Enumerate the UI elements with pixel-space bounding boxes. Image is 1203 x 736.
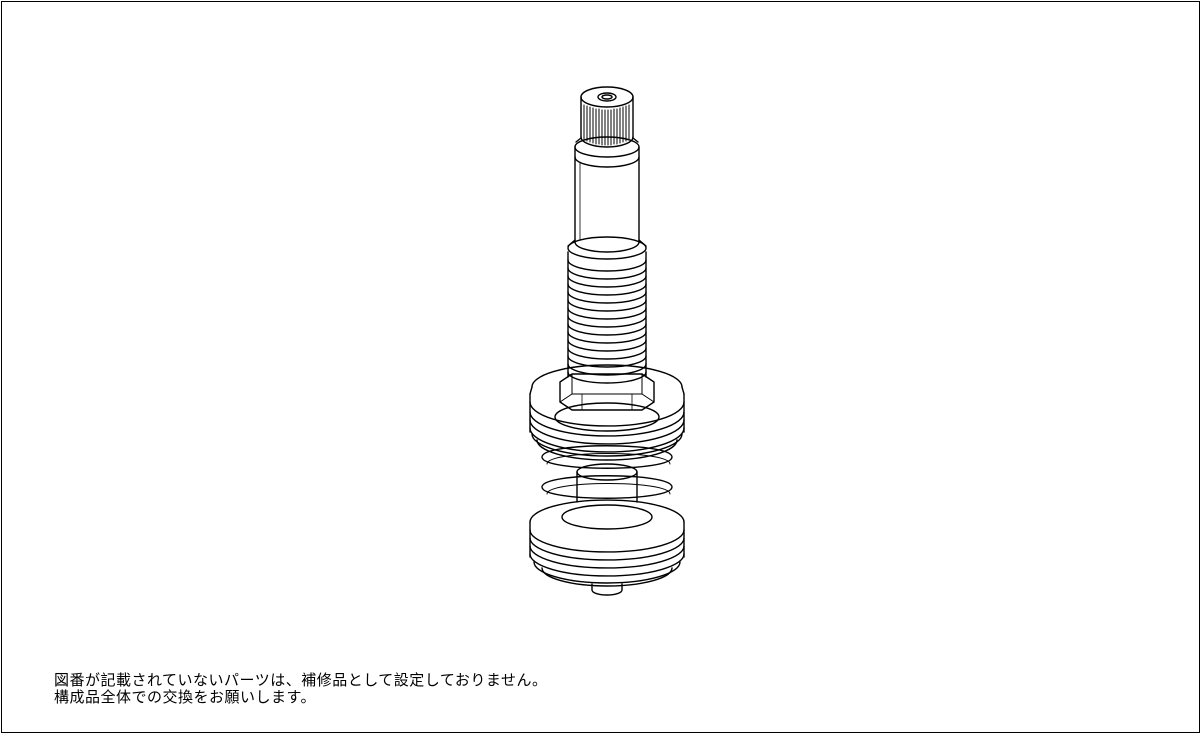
lower-flange [529,499,685,587]
knurled-head [575,86,639,148]
notes-block: 図番が記載されていないパーツは、補修品として設定しておりません。 構成品全体での… [54,672,547,706]
upper-flange [529,364,685,461]
note-line-2: 構成品全体での交換をお願いします。 [54,688,317,706]
shaft [574,136,640,253]
cartridge-spindle-illustration [529,86,685,596]
spring [541,445,673,503]
bottom-tip [591,583,623,596]
threaded-section [567,251,647,384]
shoulder [567,236,647,260]
note-line-1: 図番が記載されていないパーツは、補修品として設定しておりません。 [54,671,548,689]
hex-nut [559,373,655,411]
